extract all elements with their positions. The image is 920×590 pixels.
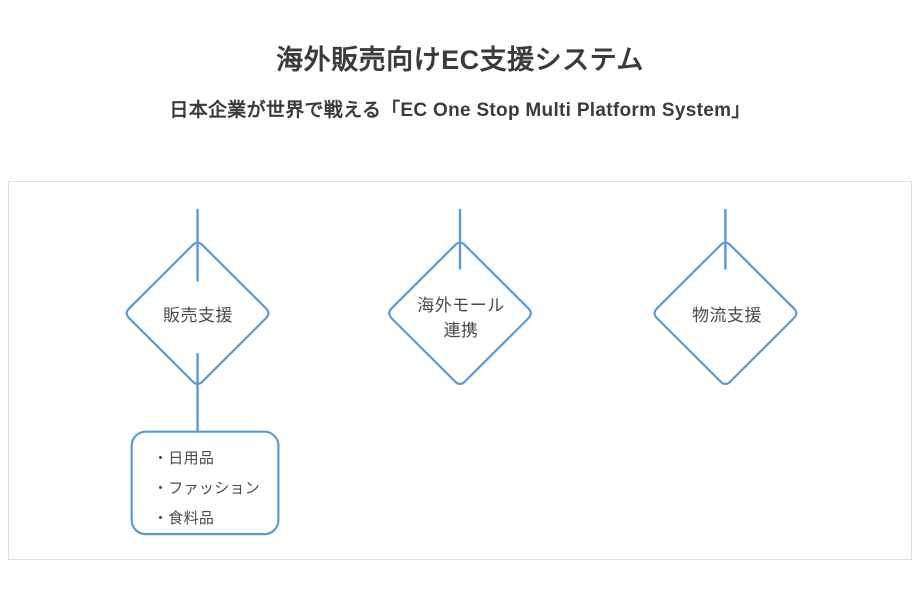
page-subtitle: 日本企業が世界で戦える「EC One Stop Multi Platform S… xyxy=(169,100,751,122)
node-shape-product-categories[interactable] xyxy=(130,430,280,536)
node-shape-sales-support[interactable] xyxy=(125,241,270,386)
page-title: 海外販売向けEC支援システム xyxy=(276,45,644,75)
node-shape-overseas-mall-link[interactable] xyxy=(388,241,532,386)
diagram-frame: 販売支援 海外モール 連携 物流支援 ・日用品 ・ファッション ・食料品 xyxy=(8,181,912,560)
page-header: 海外販売向けEC支援システム 日本企業が世界で戦える「EC One Stop M… xyxy=(0,0,920,123)
diagram-canvas xyxy=(125,208,798,536)
node-shape-logistics-support[interactable] xyxy=(653,241,798,386)
